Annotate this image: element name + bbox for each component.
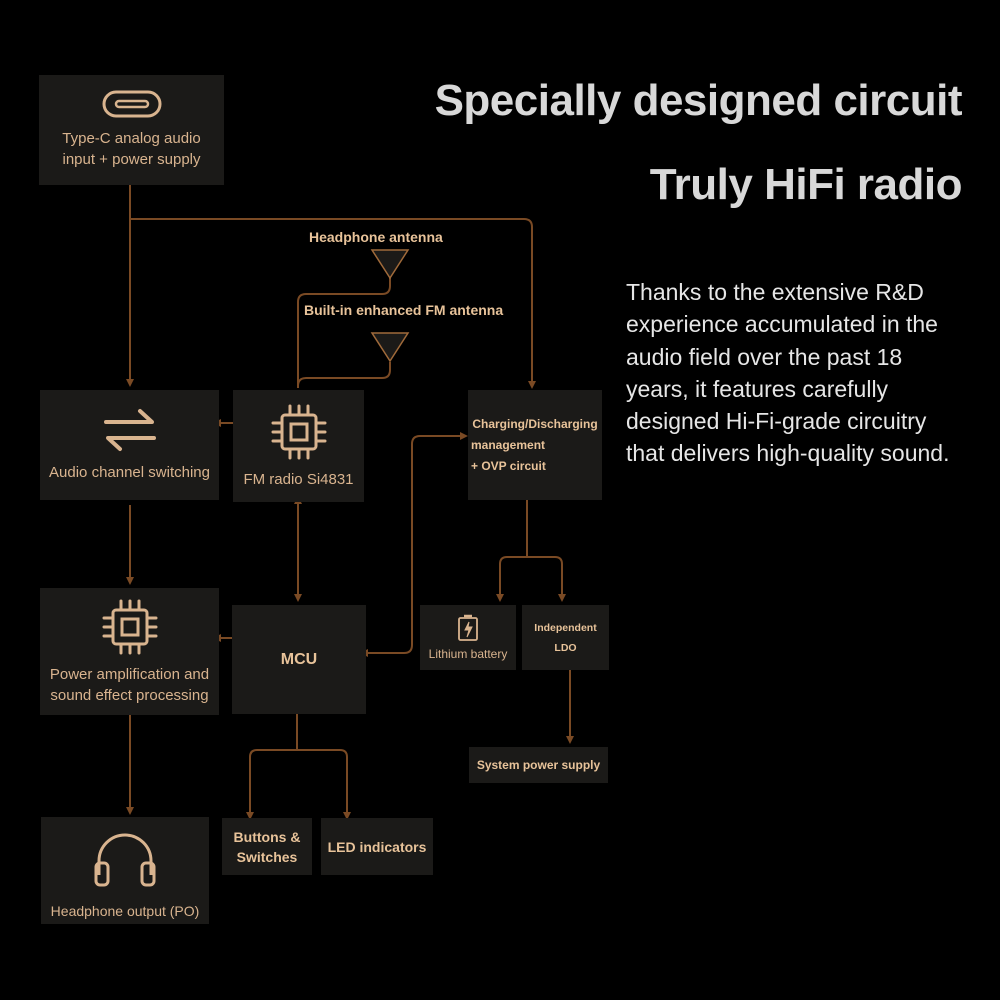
headphone-antenna-label: Headphone antenna [309, 229, 443, 245]
node-lithium-battery: Lithium battery [420, 605, 516, 670]
wire-builtin-antenna [297, 362, 391, 387]
typec-label-line1: Type-C analog audio [62, 130, 201, 147]
node-typec-input: Type-C analog audio input + power supply [39, 75, 224, 185]
chip-icon [271, 404, 326, 459]
node-power-amplification: Power amplification and sound effect pro… [40, 588, 219, 715]
builtin-antenna-label: Built-in enhanced FM antenna [304, 302, 504, 318]
headphones-icon [94, 833, 156, 887]
headline-line2: Truly HiFi radio [649, 160, 963, 209]
headline-line1: Specially designed circuit [434, 76, 963, 125]
buttons-label-line2: Switches [236, 848, 298, 865]
system-power-label: System power supply [476, 757, 601, 772]
node-system-power-supply: System power supply [469, 747, 608, 783]
buttons-label-line1: Buttons & [233, 828, 301, 845]
node-headphone-output: Headphone output (PO) [41, 817, 209, 924]
led-label: LED indicators [327, 838, 427, 855]
power-amp-label-line1: Power amplification and [49, 665, 210, 683]
fm-radio-label: FM radio Si4831 [243, 470, 354, 488]
wire-to-battery [496, 556, 527, 602]
wire-to-buttons [246, 749, 297, 820]
node-buttons-switches: Buttons & Switches [222, 818, 312, 875]
node-audio-channel-switching: Audio channel switching [40, 390, 219, 500]
node-led-indicators: LED indicators [321, 818, 433, 875]
battery-icon [458, 614, 478, 641]
wire-to-ldo [527, 556, 566, 602]
audio-switch-label: Audio channel switching [49, 463, 210, 481]
chip-icon [102, 599, 157, 654]
node-fm-radio: FM radio Si4831 [233, 390, 364, 502]
wire-headphone-antenna [297, 278, 391, 388]
node-mcu: MCU [232, 605, 366, 714]
charging-label-line1: Charging/Discharging [472, 416, 598, 431]
usb-c-port-icon [102, 90, 161, 118]
wire-to-led [297, 749, 351, 820]
typec-label-line2: input + power supply [62, 151, 201, 168]
wire-typec-to-charging [130, 218, 536, 389]
builtin-antenna-symbol [370, 332, 410, 363]
headphone-output-label: Headphone output (PO) [50, 903, 200, 919]
headphone-antenna-symbol [370, 249, 410, 280]
power-amp-label-line2: sound effect processing [50, 686, 209, 704]
battery-label: Lithium battery [428, 646, 508, 661]
mcu-label: MCU [280, 650, 318, 668]
ldo-label-line2: LDO [554, 641, 577, 654]
charging-label-line3: + OVP circuit [471, 458, 546, 473]
node-charging-management: Charging/Discharging management + OVP ci… [468, 390, 602, 500]
wire-mcu-charging [360, 432, 468, 657]
description-text: Thanks to the extensive R&D experience a… [626, 279, 950, 467]
swap-arrows-icon [103, 408, 156, 451]
node-independent-ldo: Independent LDO [522, 605, 609, 670]
charging-label-line2: management [471, 437, 546, 452]
ldo-label-line1: Independent [534, 621, 597, 634]
